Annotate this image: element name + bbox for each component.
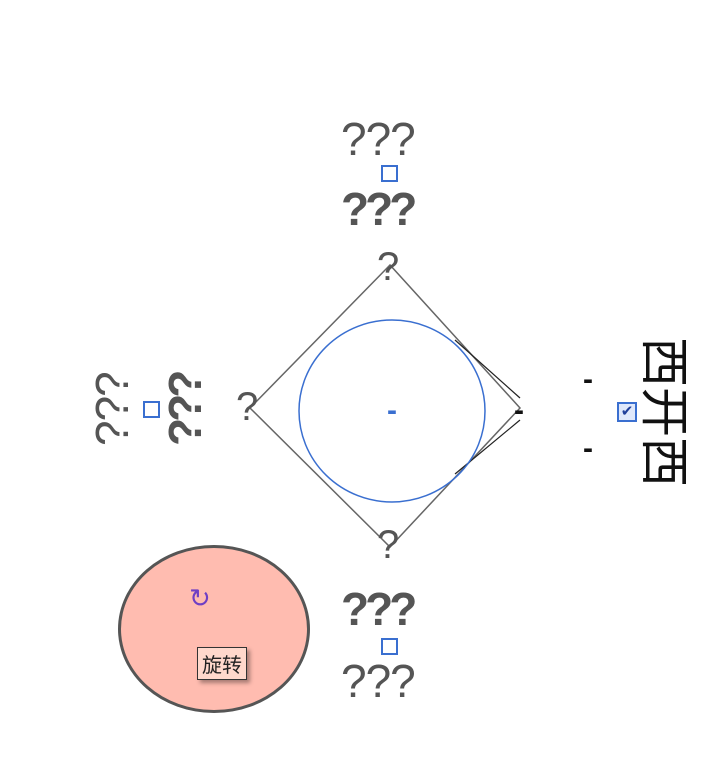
corner-top-marker[interactable]: ?	[377, 245, 400, 289]
top-checkbox[interactable]	[381, 165, 398, 182]
diamond-outline	[248, 263, 522, 549]
right-dash-top: -	[583, 363, 593, 396]
bottom-checkbox[interactable]	[381, 638, 398, 655]
corner-left-marker[interactable]: ?	[236, 385, 259, 429]
right-dash-bottom: -	[583, 432, 593, 465]
diamond-right-edge-bottom	[454, 419, 521, 475]
center-label: -	[387, 394, 397, 427]
bottom-text-lower: ???	[341, 655, 416, 707]
inner-circle[interactable]	[298, 319, 486, 503]
bottom-text-upper: ???	[341, 583, 417, 635]
left-text-outer: ???	[86, 372, 138, 446]
left-text-inner: ???	[159, 373, 211, 446]
top-text-lower: ???	[341, 183, 417, 235]
rotate-label[interactable]: 旋转	[197, 647, 247, 680]
corner-bottom-marker[interactable]: ?	[377, 523, 400, 567]
top-text-upper: ???	[341, 113, 416, 165]
rotate-tool-circle[interactable]	[118, 545, 310, 713]
left-checkbox[interactable]	[143, 401, 160, 418]
right-checkbox-checked[interactable]: ✔	[617, 402, 637, 422]
rotate-icon[interactable]: ↻	[189, 583, 211, 613]
right-vertical-text: 西开西	[635, 337, 693, 487]
right-dash-mid: -	[514, 394, 524, 427]
diamond-right-edge-top	[454, 339, 521, 399]
